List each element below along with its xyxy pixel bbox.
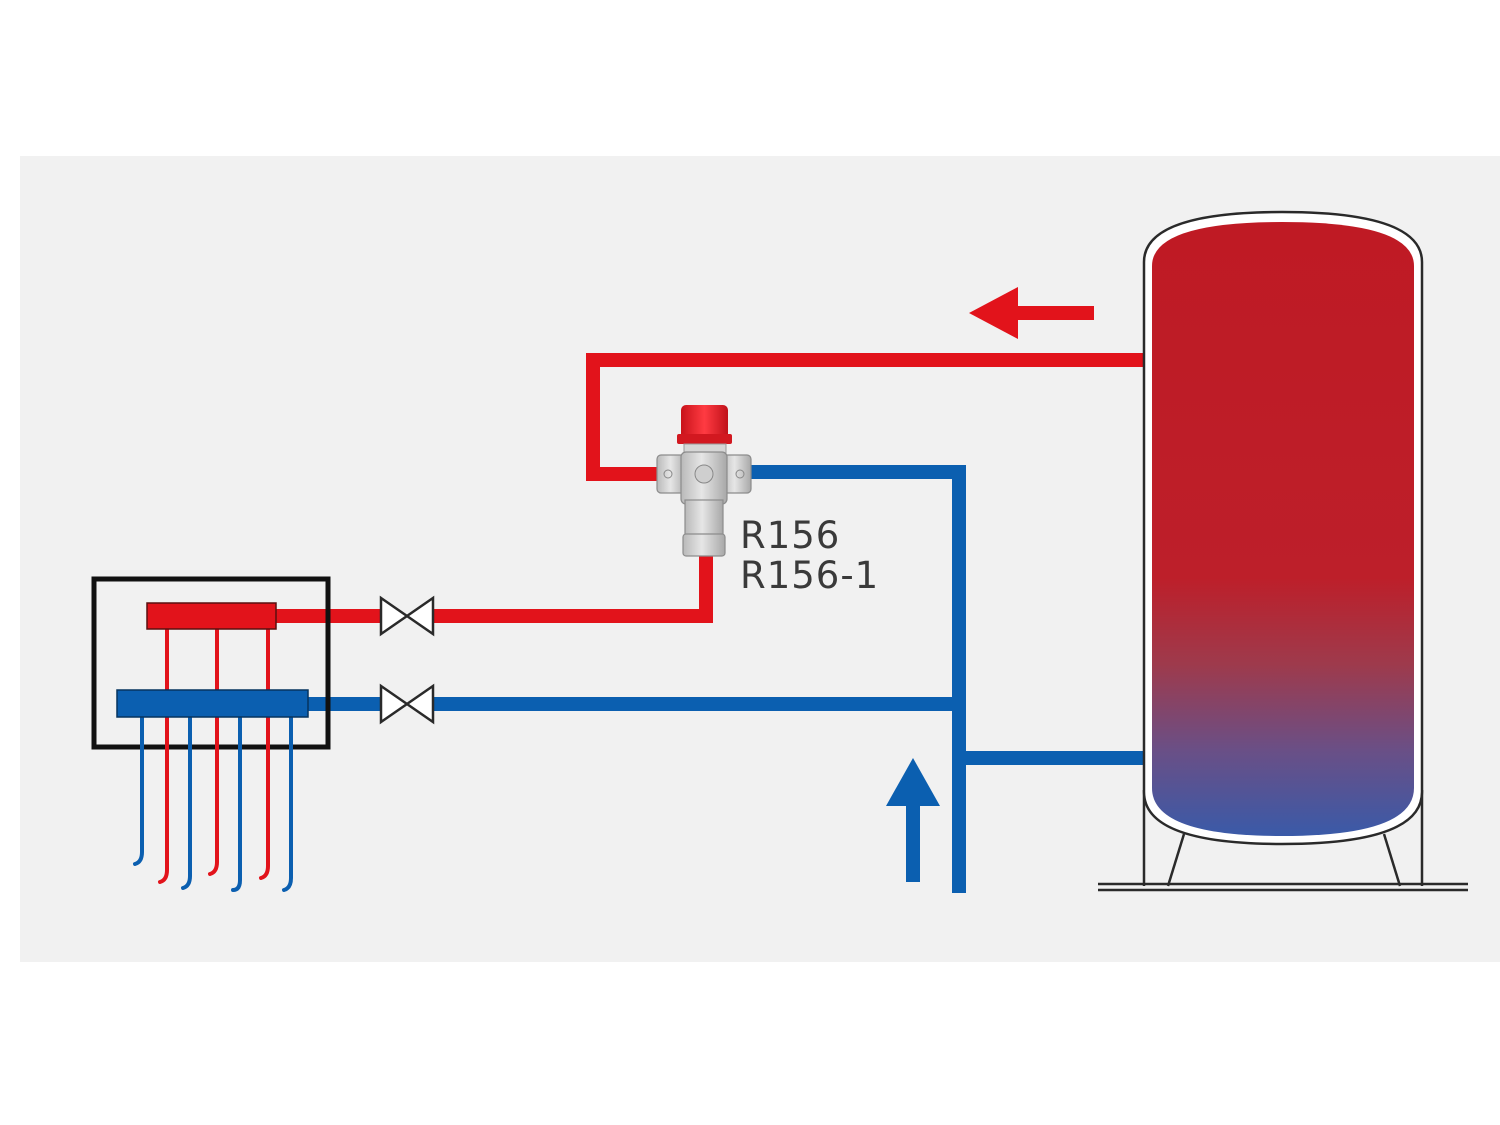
valve-model-label: R156 [740, 514, 841, 557]
manifold-hot-outlets [158, 628, 270, 884]
hot-flow-arrow-icon [969, 287, 1094, 339]
manifold-cabinet [91, 576, 331, 750]
manifold-cold-bar [116, 689, 309, 718]
hot-isolation-valve-icon [379, 595, 435, 637]
manifold-cold-outlets [133, 714, 293, 892]
cold-flow-arrow-icon [886, 758, 940, 882]
water-storage-tank [1098, 210, 1468, 892]
valve-model-variant-label: R156-1 [740, 554, 880, 597]
thermostatic-mixing-valve-icon [656, 405, 752, 557]
cold-isolation-valve-icon [379, 683, 435, 725]
manifold-hot-bar [146, 602, 277, 630]
cold-water-line [308, 465, 1148, 893]
